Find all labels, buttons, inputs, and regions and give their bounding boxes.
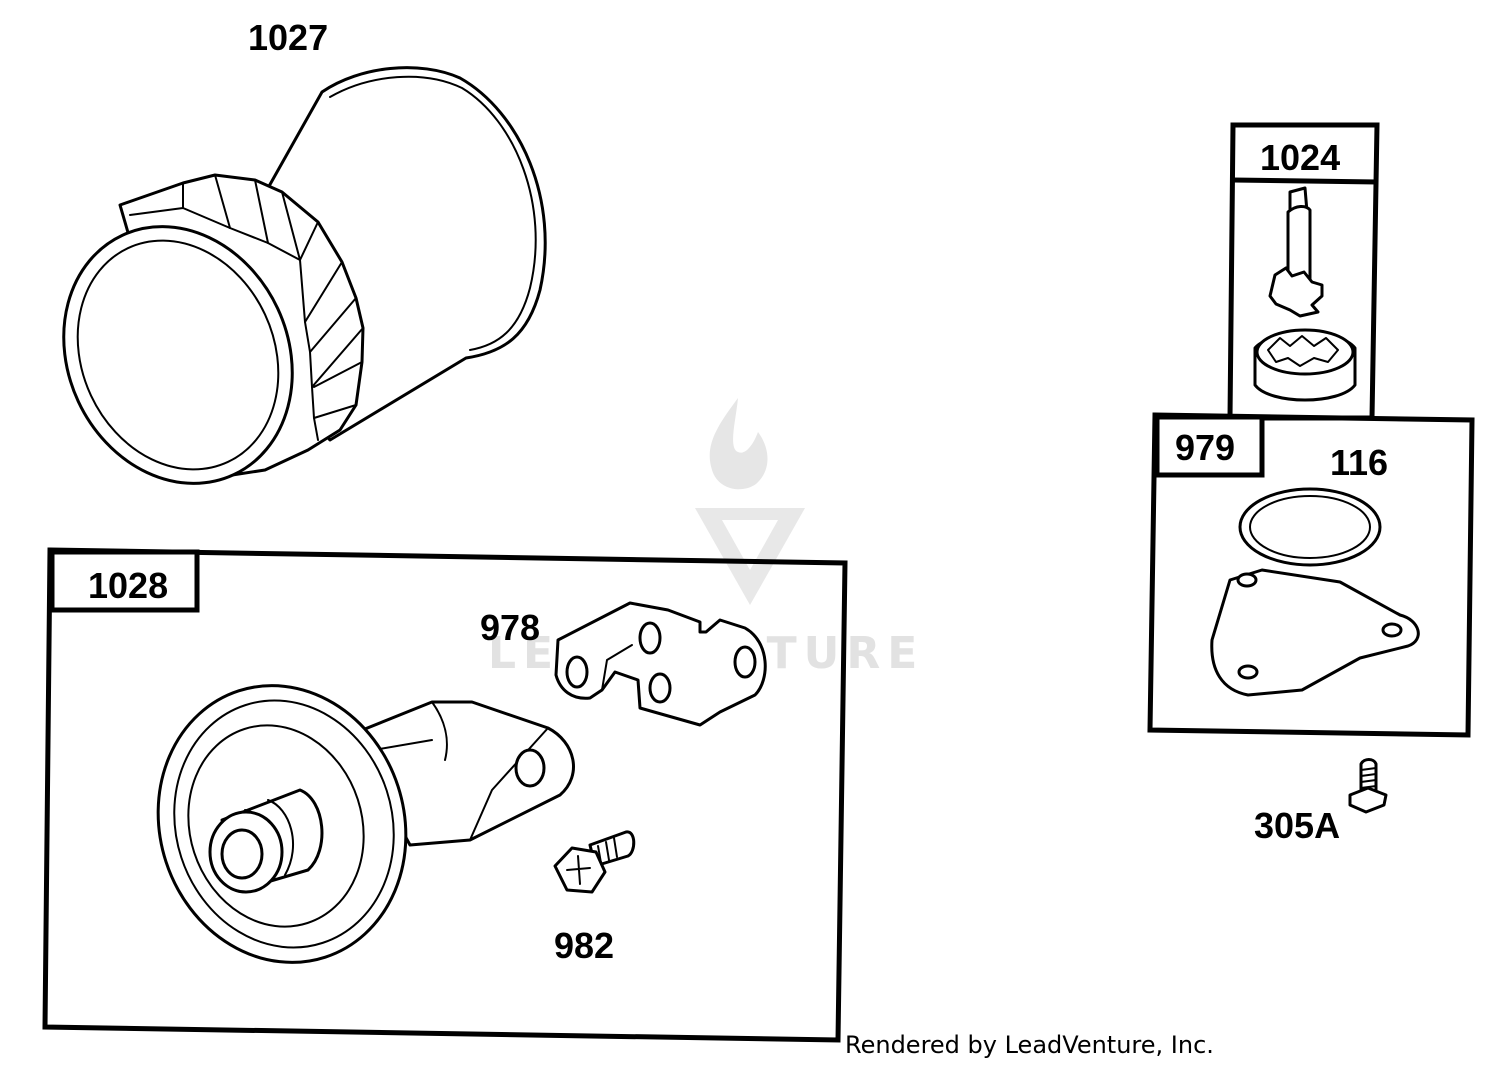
filter-adapter-kit-box <box>42 547 848 1043</box>
bracket-drawing <box>554 601 767 727</box>
rendered-by-credit: Rendered by LeadVenture, Inc. <box>845 1031 1214 1059</box>
pump-cover-drawing <box>1210 568 1420 697</box>
part-label-1028: 1028 <box>88 565 168 606</box>
o-ring-drawing <box>1238 487 1382 567</box>
oil-pump-rotor-drawing <box>1253 186 1357 402</box>
part-label-979: 979 <box>1175 427 1235 468</box>
bolt-drawing <box>1348 758 1388 814</box>
oil-filter-drawing <box>62 66 547 485</box>
cover-kit-box <box>1147 412 1475 738</box>
screw-drawing <box>553 830 636 894</box>
part-label-1027: 1027 <box>248 17 328 58</box>
part-label-978: 978 <box>480 607 540 648</box>
part-label-116: 116 <box>1330 442 1388 483</box>
part-label-305a: 305A <box>1254 805 1340 846</box>
filter-adapter-drawing <box>156 684 575 964</box>
part-label-1024: 1024 <box>1260 137 1340 178</box>
part-label-982: 982 <box>554 925 614 966</box>
